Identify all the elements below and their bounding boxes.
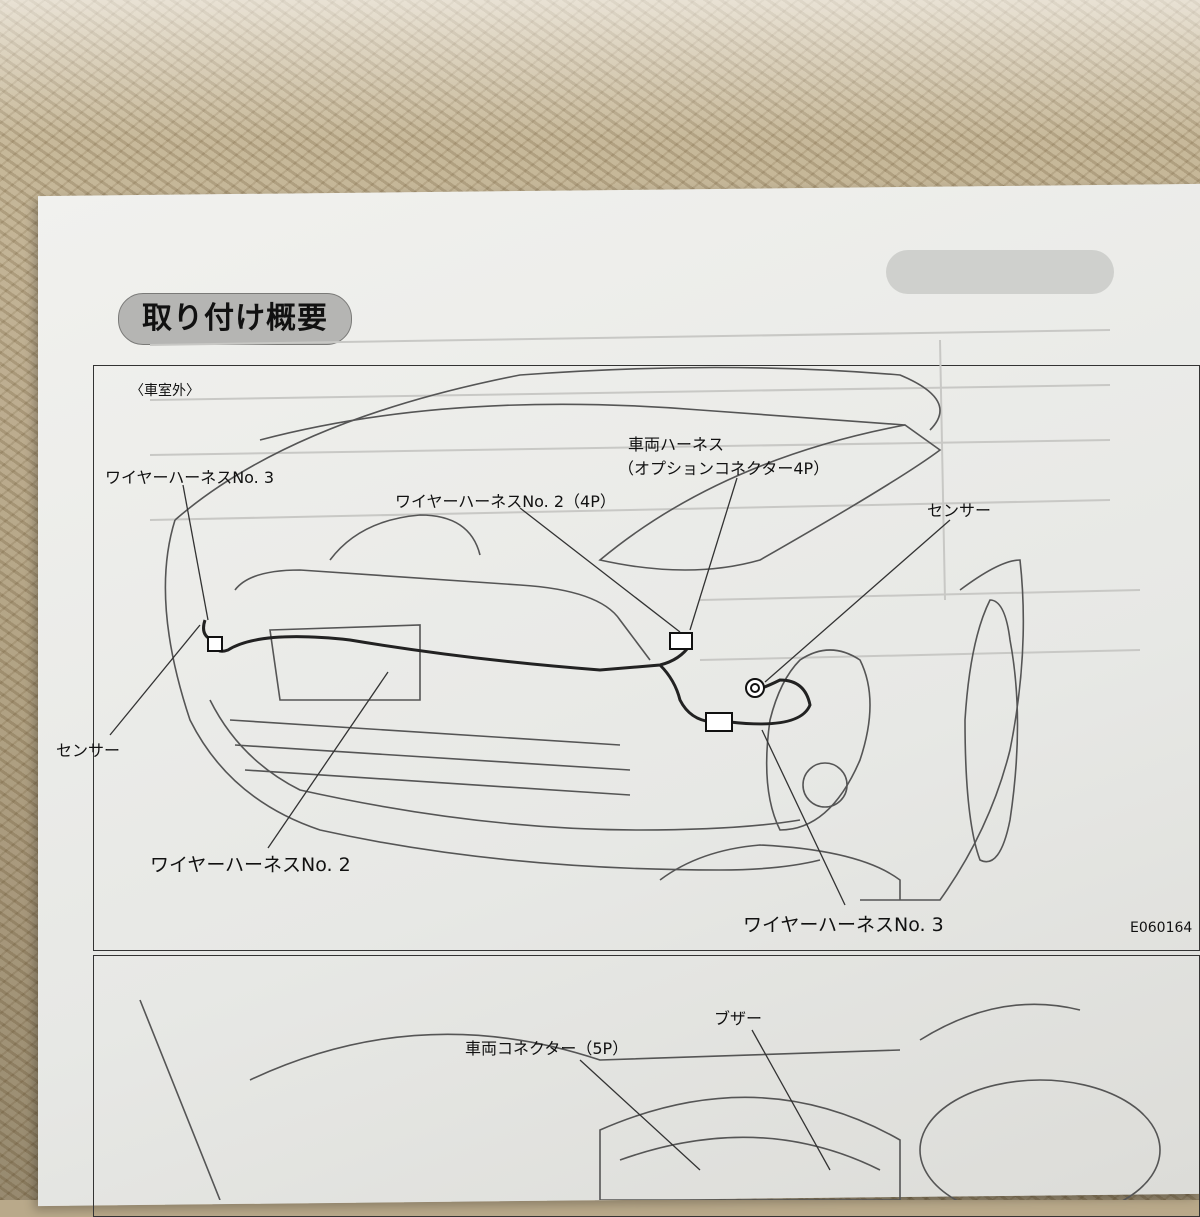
label-sensor-right: センサー bbox=[927, 501, 992, 520]
connectors bbox=[207, 632, 765, 732]
connector-4p bbox=[669, 632, 693, 650]
faded-background-heading bbox=[886, 250, 1114, 294]
leader-lines bbox=[109, 477, 951, 906]
label-vehicle-connector-5p: 車両コネクター（5P） bbox=[465, 1039, 629, 1058]
label-wire-harness-no3-left: ワイヤーハーネスNo. 3 bbox=[105, 468, 275, 487]
label-buzzer: ブザー bbox=[714, 1009, 763, 1028]
plastic-sleeve bbox=[0, 0, 1200, 140]
context-label: 〈車室外〉 bbox=[130, 383, 200, 399]
dashboard-outline bbox=[139, 999, 1161, 1200]
label-vehicle-harness: 車両ハーネス bbox=[628, 435, 725, 454]
label-sensor-left: センサー bbox=[56, 741, 121, 760]
harness-wires bbox=[202, 619, 812, 726]
label-wire-harness-no2: ワイヤーハーネスNo. 2 bbox=[150, 854, 351, 876]
connector-no3 bbox=[705, 712, 733, 732]
car-outline bbox=[164, 366, 1025, 901]
label-wire-harness-no2-4p: ワイヤーハーネスNo. 2（4P） bbox=[395, 492, 616, 511]
connector-left bbox=[207, 636, 223, 652]
label-wire-harness-no3-bottom: ワイヤーハーネスNo. 3 bbox=[743, 914, 944, 936]
figure-code: E060164 bbox=[1130, 920, 1193, 936]
see-through-table-lines bbox=[149, 329, 1141, 661]
lower-leader-lines bbox=[579, 1029, 831, 1171]
label-option-connector-4p: （オプションコネクター4P） bbox=[618, 459, 830, 478]
